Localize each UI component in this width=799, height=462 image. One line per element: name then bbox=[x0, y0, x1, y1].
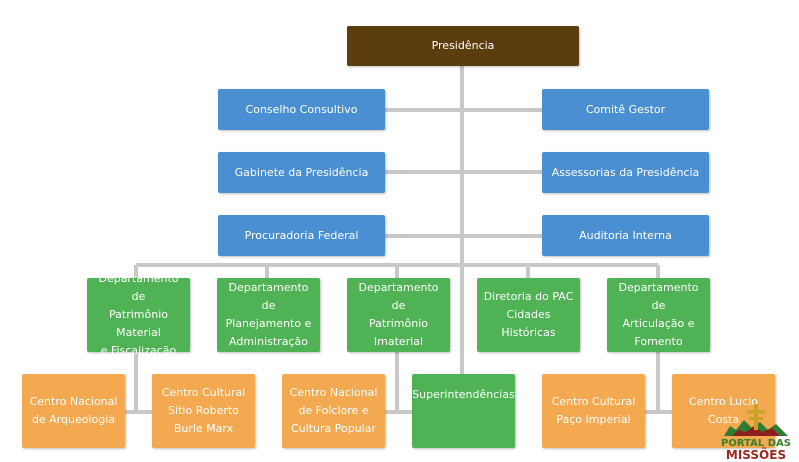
auditoria-box[interactable]: Auditoria Interna bbox=[542, 215, 709, 256]
superintendencias-box[interactable]: Superintendências bbox=[412, 374, 515, 448]
assessorias-box[interactable]: Assessorias da Presidência bbox=[542, 152, 709, 193]
comite-gestor-box[interactable]: Comitê Gestor bbox=[542, 89, 709, 130]
portal-das-missoes-logo: PORTAL DAS MISSÕES bbox=[716, 398, 796, 462]
conselho-consultivo-box[interactable]: Conselho Consultivo bbox=[218, 89, 385, 130]
dep-patrimonio-material-box[interactable]: Departamento de Patrimônio Material e Fi… bbox=[87, 272, 190, 357]
diretoria-pac-box[interactable]: Diretoria do PAC Cidades Históricas bbox=[477, 278, 580, 352]
cn-folclore-box[interactable]: Centro Nacional de Folclore e Cultura Po… bbox=[282, 374, 385, 448]
logo-line2: MISSÕES bbox=[725, 448, 787, 462]
logo-line1: PORTAL DAS bbox=[721, 438, 791, 449]
dep-planejamento-box[interactable]: Departamento de Planejamento e Administr… bbox=[217, 278, 320, 352]
gabinete-box[interactable]: Gabinete da Presidência bbox=[218, 152, 385, 193]
cc-paco-imperial-box[interactable]: Centro Cultural Paço Imperial bbox=[542, 374, 645, 448]
presidencia-box[interactable]: Presidência bbox=[347, 26, 579, 66]
mission-cross-icon bbox=[724, 404, 788, 436]
cc-burle-marx-box[interactable]: Centro Cultural Sítio Roberto Burle Marx bbox=[152, 374, 255, 448]
cn-arqueologia-box[interactable]: Centro Nacional de Arqueologia bbox=[22, 374, 125, 448]
dep-patrimonio-imaterial-box[interactable]: Departamento de Patrimônio Imaterial bbox=[347, 278, 450, 352]
dep-articulacao-box[interactable]: Departamento de Articulação e Fomento bbox=[607, 278, 710, 352]
procuradoria-box[interactable]: Procuradoria Federal bbox=[218, 215, 385, 256]
